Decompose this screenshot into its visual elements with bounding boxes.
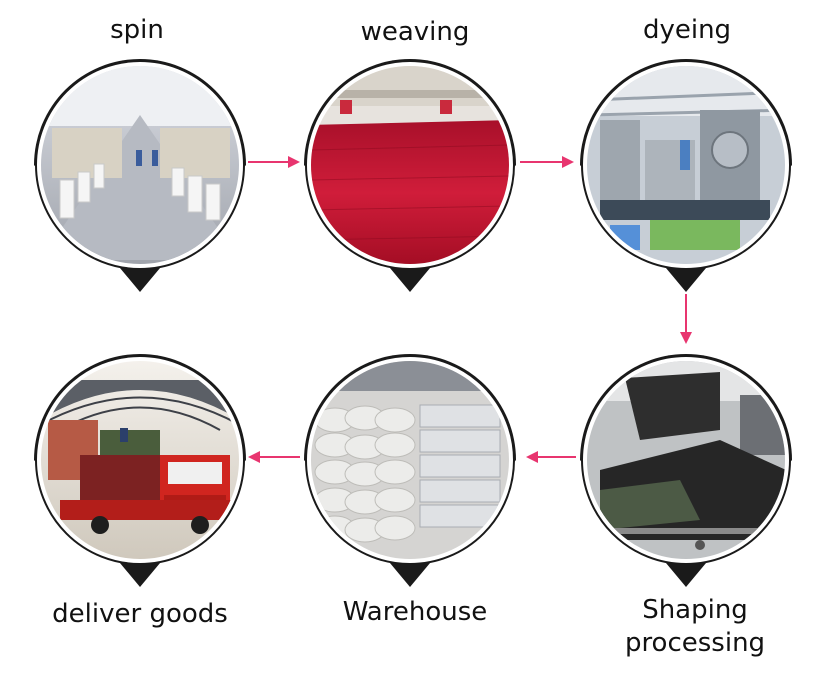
step-label-warehouse: Warehouse bbox=[342, 597, 488, 627]
pin-shaping-processing bbox=[580, 354, 792, 587]
arrow-warehouse-to-deliver bbox=[248, 451, 300, 463]
red-truck-loading-photo bbox=[41, 361, 239, 559]
step-label-deliver-goods: deliver goods bbox=[52, 599, 228, 629]
pin-deliver-goods bbox=[34, 354, 246, 587]
step-label-dyeing: dyeing bbox=[642, 15, 732, 45]
arrow-spin-to-weaving bbox=[248, 156, 300, 168]
pin-spin bbox=[34, 59, 246, 292]
step-label-spin: spin bbox=[110, 15, 164, 45]
pin-warehouse bbox=[304, 354, 516, 587]
arrow-dyeing-to-shaping bbox=[680, 294, 692, 344]
step-label-weaving: weaving bbox=[360, 17, 470, 47]
arrow-weaving-to-dyeing bbox=[520, 156, 574, 168]
red-fabric-loom-photo bbox=[311, 66, 509, 264]
step-label-shaping-processing: Shaping processing bbox=[624, 595, 766, 658]
black-fabric-roll-photo bbox=[587, 361, 785, 559]
dyeing-machine-photo bbox=[587, 66, 785, 264]
spinning-mill-photo bbox=[41, 66, 239, 264]
arrow-shaping-to-warehouse bbox=[526, 451, 576, 463]
pin-dyeing bbox=[580, 59, 792, 292]
pin-weaving bbox=[304, 59, 516, 292]
